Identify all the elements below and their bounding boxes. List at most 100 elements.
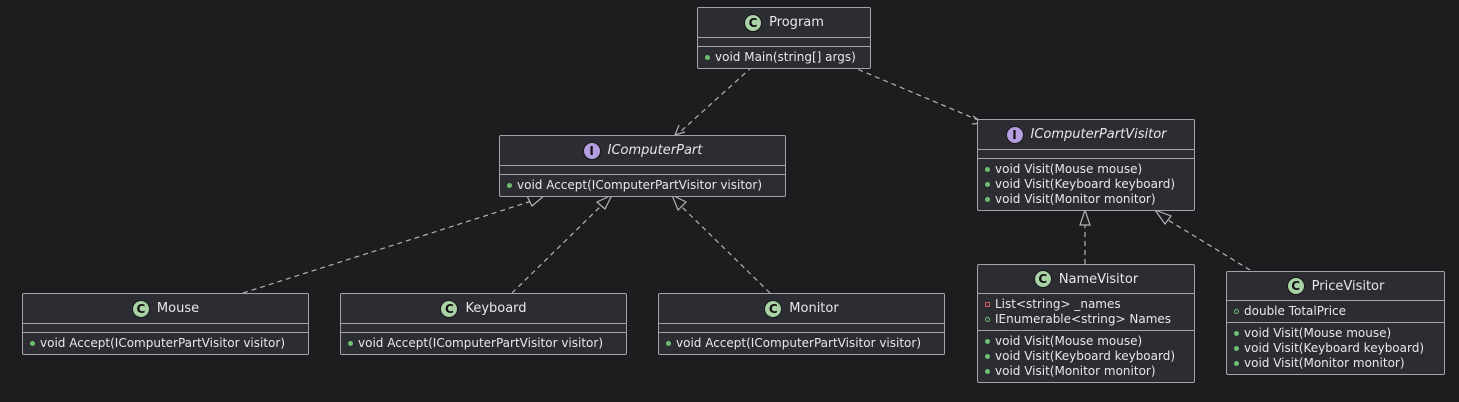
class-header: C Keyboard	[341, 294, 626, 324]
realization-triangle	[1079, 208, 1091, 226]
method: void Visit(Monitor monitor)	[985, 192, 1188, 207]
method: void Visit(Monitor monitor)	[1234, 356, 1438, 371]
class-program[interactable]: C Program void Main(string[] args)	[697, 7, 871, 69]
dependency-arrowhead	[673, 124, 686, 136]
method-signature: void Accept(IComputerPartVisitor visitor…	[358, 336, 604, 350]
realization-pricevisitor-icomputerpartvisitor	[1167, 219, 1251, 271]
public-visibility-icon	[985, 182, 990, 187]
fields-compartment: double TotalPrice	[1227, 301, 1444, 322]
public-visibility-icon	[666, 341, 671, 346]
method: void Visit(Monitor monitor)	[985, 364, 1188, 379]
public-visibility-icon	[985, 167, 990, 172]
public-visibility-icon	[507, 183, 512, 188]
method: void Visit(Keyboard keyboard)	[985, 349, 1188, 364]
methods-compartment: void Visit(Mouse mouse) void Visit(Keybo…	[978, 158, 1194, 210]
class-name: Program	[769, 15, 824, 30]
class-name: Keyboard	[465, 301, 527, 316]
dependency-program-icomputerpartvisitor	[849, 65, 979, 121]
public-visibility-icon	[985, 197, 990, 202]
class-stereotype-icon: C	[131, 299, 150, 318]
fields-compartment	[341, 324, 626, 332]
method-signature: void Accept(IComputerPartVisitor visitor…	[517, 178, 763, 192]
method: void Accept(IComputerPartVisitor visitor…	[348, 336, 620, 351]
method: void Visit(Mouse mouse)	[985, 162, 1188, 177]
interface-stereotype-icon: I	[582, 141, 601, 160]
method-signature: void Visit(Keyboard keyboard)	[1244, 341, 1425, 355]
method: void Accept(IComputerPartVisitor visitor…	[30, 336, 302, 351]
fields-compartment: List<string> _names IEnumerable<string> …	[978, 294, 1194, 330]
methods-compartment: void Accept(IComputerPartVisitor visitor…	[341, 332, 626, 354]
field: double TotalPrice	[1234, 304, 1438, 319]
realization-triangle	[595, 193, 614, 210]
method-signature: void Accept(IComputerPartVisitor visitor…	[40, 336, 286, 350]
public-visibility-icon	[348, 341, 353, 346]
realization-monitor-icomputerpart	[679, 204, 771, 294]
interface-icomputerpart[interactable]: I IComputerPart void Accept(IComputerPar…	[499, 135, 786, 197]
method-signature: void Visit(Monitor monitor)	[1244, 356, 1405, 370]
public-visibility-icon	[1234, 361, 1239, 366]
methods-compartment: void Visit(Mouse mouse) void Visit(Keybo…	[978, 330, 1194, 382]
private-visibility-icon	[985, 302, 990, 307]
fields-compartment	[978, 150, 1194, 158]
class-name: NameVisitor	[1058, 271, 1139, 287]
class-stereotype-icon: C	[1286, 277, 1305, 295]
class-header: I IComputerPart	[500, 136, 785, 166]
method-signature: void Visit(Keyboard keyboard)	[995, 177, 1176, 191]
class-namevisitor[interactable]: C NameVisitor List<string> _names IEnume…	[977, 264, 1195, 383]
field-signature: IEnumerable<string> Names	[995, 312, 1172, 326]
method: void Accept(IComputerPartVisitor visitor…	[666, 336, 938, 351]
interface-stereotype-icon: I	[1005, 125, 1024, 144]
public-visibility-icon	[1234, 346, 1239, 351]
class-header: C Mouse	[23, 294, 308, 324]
methods-compartment: void Accept(IComputerPartVisitor visitor…	[500, 174, 785, 196]
realization-triangle	[1153, 208, 1172, 226]
class-header: C Program	[698, 8, 870, 38]
interface-icomputerpartvisitor[interactable]: I IComputerPartVisitor void Visit(Mouse …	[977, 119, 1195, 211]
methods-compartment: void Main(string[] args)	[698, 46, 870, 68]
method: void Visit(Keyboard keyboard)	[985, 177, 1188, 192]
methods-compartment: void Accept(IComputerPartVisitor visitor…	[23, 332, 308, 354]
class-name: PriceVisitor	[1311, 278, 1385, 294]
class-name: Mouse	[156, 301, 200, 316]
method-signature: void Main(string[] args)	[715, 50, 856, 64]
class-stereotype-icon: C	[440, 299, 459, 318]
class-stereotype-icon: C	[1033, 270, 1052, 288]
class-header: I IComputerPartVisitor	[978, 120, 1194, 150]
method: void Visit(Keyboard keyboard)	[1234, 341, 1438, 356]
public-visibility-icon	[1234, 309, 1239, 314]
field-signature: List<string> _names	[995, 297, 1121, 311]
class-stereotype-icon: C	[764, 299, 783, 318]
public-visibility-icon	[985, 339, 990, 344]
class-name: IComputerPart	[607, 143, 703, 158]
method: void Visit(Mouse mouse)	[1234, 326, 1438, 341]
method-signature: void Visit(Mouse mouse)	[995, 162, 1143, 176]
method: void Main(string[] args)	[705, 50, 864, 65]
realization-mouse-icomputerpart	[242, 199, 536, 294]
public-visibility-icon	[985, 369, 990, 374]
method-signature: void Visit(Monitor monitor)	[995, 364, 1156, 378]
methods-compartment: void Accept(IComputerPartVisitor visitor…	[659, 332, 944, 354]
methods-compartment: void Visit(Mouse mouse) void Visit(Keybo…	[1227, 322, 1444, 374]
dependency-program-icomputerpart	[679, 66, 753, 133]
method: void Visit(Mouse mouse)	[985, 334, 1188, 349]
class-name: Monitor	[789, 301, 839, 316]
fields-compartment	[500, 166, 785, 174]
method-signature: void Accept(IComputerPartVisitor visitor…	[676, 336, 922, 350]
realization-triangle	[670, 193, 688, 212]
method-signature: void Visit(Mouse mouse)	[995, 334, 1143, 348]
class-header: C NameVisitor	[978, 265, 1194, 294]
class-header: C Monitor	[659, 294, 944, 324]
fields-compartment	[659, 324, 944, 332]
class-header: C PriceVisitor	[1227, 272, 1444, 301]
class-mouse[interactable]: C Mouse void Accept(IComputerPartVisitor…	[22, 293, 309, 355]
field: List<string> _names	[985, 297, 1188, 312]
method: void Accept(IComputerPartVisitor visitor…	[507, 178, 779, 193]
field: IEnumerable<string> Names	[985, 312, 1188, 327]
class-keyboard[interactable]: C Keyboard void Accept(IComputerPartVisi…	[340, 293, 627, 355]
realization-keyboard-icomputerpart	[511, 202, 605, 294]
method-signature: void Visit(Monitor monitor)	[995, 192, 1156, 206]
class-monitor[interactable]: C Monitor void Accept(IComputerPartVisit…	[658, 293, 945, 355]
class-pricevisitor[interactable]: C PriceVisitor double TotalPrice void Vi…	[1226, 271, 1445, 375]
public-visibility-icon	[985, 354, 990, 359]
